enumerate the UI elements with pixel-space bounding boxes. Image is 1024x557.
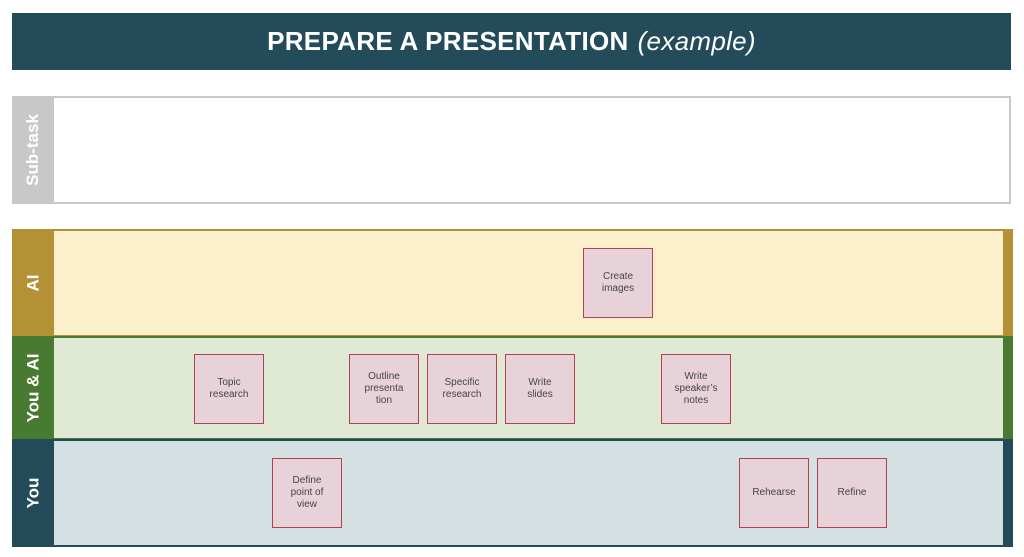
lane-subtask: Sub-task (12, 96, 1011, 204)
lane-label-text-subtask: Sub-task (23, 114, 43, 186)
lane-body-ai (54, 229, 1013, 337)
lane-body-subtask (54, 96, 1011, 204)
lane-ai: AI (12, 229, 1013, 337)
note-topic-research[interactable]: Topic research (194, 354, 264, 424)
lane-label-text-ai: AI (23, 274, 42, 292)
note-refine[interactable]: Refine (817, 458, 887, 528)
lane-label-subtask: Sub-task (12, 96, 54, 204)
page-header: PREPARE A PRESENTATION (example) (12, 13, 1011, 70)
page-subtitle: (example) (637, 26, 756, 56)
note-define-point-of-view[interactable]: Define point of view (272, 458, 342, 528)
lane-label-text-you: You (22, 477, 42, 509)
note-write-speakers-notes[interactable]: Write speaker’s notes (661, 354, 731, 424)
note-rehearse[interactable]: Rehearse (739, 458, 809, 528)
lane-label-ai: AI (12, 229, 54, 337)
lane-label-text-you-and-ai: You & AI (23, 353, 43, 423)
note-create-images[interactable]: Create images (583, 248, 653, 318)
lane-label-you: You (12, 439, 54, 547)
page-title: PREPARE A PRESENTATION (267, 26, 629, 56)
note-specific-research[interactable]: Specific research (427, 354, 497, 424)
note-write-slides[interactable]: Write slides (505, 354, 575, 424)
note-outline-presentation[interactable]: Outline presenta tion (349, 354, 419, 424)
lane-label-you-and-ai: You & AI (12, 336, 54, 440)
